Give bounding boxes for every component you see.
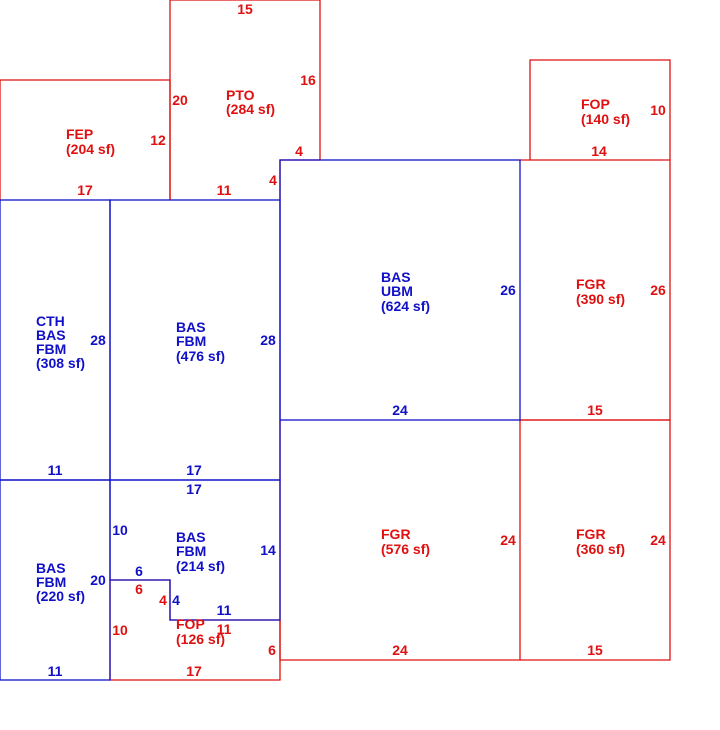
bas-fbm-476-dim-right: 28 (260, 332, 276, 348)
fgr-576-label-line-1: FGR (381, 526, 411, 542)
pto-label-line-2: (284 sf) (226, 101, 275, 117)
bas-fbm-220-label-line-1: BAS (36, 560, 66, 576)
bas-fbm-214-label-line-1: BAS (176, 529, 206, 545)
pto-label-line-1: PTO (226, 87, 255, 103)
pto-dim-bottom: 11 (217, 182, 232, 198)
bas-fbm-214-dim-bottom: 11 (217, 602, 232, 618)
bas-fbm-214-dim-right: 14 (260, 542, 276, 558)
bas-fbm-220-dim-bottom: 11 (48, 663, 63, 679)
pto-dim-right: 16 (300, 72, 316, 88)
cth-bas-fbm-label-line-4: (308 sf) (36, 355, 85, 371)
bas-fbm-476-label-line-3: (476 sf) (176, 348, 225, 364)
fop-bottom-label-line-1: FOP (176, 616, 205, 632)
fep-label-line-2: (204 sf) (66, 141, 115, 157)
bas-fbm-476-label-line-1: BAS (176, 319, 206, 335)
fgr-360-outline (520, 419, 671, 661)
area-fgr-390: FGR (390 sf) 26 15 (576, 276, 666, 418)
fop-bottom-dim-step-v: 4 (159, 592, 167, 608)
fgr-576-dim-bottom: 24 (392, 642, 408, 658)
fop-top-dim-bottom: 14 (591, 143, 607, 159)
area-fgr-576: FGR (576 sf) 24 24 (381, 526, 516, 658)
fgr-390-dim-bottom: 15 (587, 402, 603, 418)
bas-fbm-220-dim-right: 20 (90, 572, 106, 588)
fgr-360-dim-right: 24 (650, 532, 666, 548)
bas-ubm-label-line-2: UBM (381, 283, 413, 299)
pto-dim-step: 4 (295, 143, 303, 159)
bas-fbm-220-label-line-2: FBM (36, 574, 66, 590)
area-bas-fbm-214: BAS FBM (214 sf) 17 14 10 6 4 11 (112, 481, 276, 618)
bas-fbm-476-label-line-2: FBM (176, 333, 206, 349)
bas-ubm-dim-bottom: 24 (392, 402, 408, 418)
fgr-360-dim-bottom: 15 (587, 642, 603, 658)
fgr-360-label-line-2: (360 sf) (576, 541, 625, 557)
bas-fbm-476-dim-bottom: 17 (186, 462, 202, 478)
area-bas-fbm-220: BAS FBM (220 sf) 20 11 (36, 560, 106, 679)
fop-bottom-dim-top: 11 (217, 621, 232, 637)
bas-fbm-214-dim-left: 10 (112, 522, 128, 538)
pto-dim-top: 15 (237, 1, 253, 17)
pto-dim-left: 20 (172, 92, 188, 108)
cth-bas-fbm-label-line-3: FBM (36, 341, 66, 357)
fop-top-outline (529, 59, 671, 160)
cth-bas-fbm-dim-bottom: 11 (48, 462, 63, 478)
area-outlines (0, 0, 671, 681)
fop-bottom-dim-left: 10 (112, 622, 128, 638)
fgr-576-dim-right: 24 (500, 532, 516, 548)
fop-bottom-dim-right: 6 (268, 642, 276, 658)
bas-ubm-label-line-1: BAS (381, 269, 411, 285)
cth-bas-fbm-dim-right: 28 (90, 332, 106, 348)
area-fgr-360: FGR (360 sf) 24 15 (576, 526, 666, 658)
area-fep: FEP (204 sf) 12 17 (66, 126, 166, 198)
fep-dim-right: 12 (150, 132, 166, 148)
bas-fbm-214-dim-step-h: 6 (135, 563, 143, 579)
bas-fbm-214-label-line-3: (214 sf) (176, 558, 225, 574)
fep-label-line-1: FEP (66, 126, 93, 142)
area-bas-ubm: BAS UBM (624 sf) 26 24 (381, 269, 516, 418)
bas-ubm-dim-right: 26 (500, 282, 516, 298)
fop-bottom-dim-bottom: 17 (186, 663, 202, 679)
bas-fbm-214-dim-step-v: 4 (172, 592, 180, 608)
bas-fbm-214-dim-top: 17 (186, 481, 202, 497)
fgr-360-label-line-1: FGR (576, 526, 606, 542)
cth-bas-fbm-label-line-2: BAS (36, 327, 66, 343)
fgr-390-label-line-2: (390 sf) (576, 291, 625, 307)
area-cth-bas-fbm: CTH BAS FBM (308 sf) 28 11 (36, 313, 106, 478)
fop-top-label-line-2: (140 sf) (581, 111, 630, 127)
bas-fbm-220-label-line-3: (220 sf) (36, 588, 85, 604)
fgr-390-dim-right: 26 (650, 282, 666, 298)
area-pto: PTO (284 sf) 15 16 4 20 11 4 (172, 1, 316, 198)
area-fop-top: FOP (140 sf) 10 14 (581, 96, 666, 159)
fgr-390-label-line-1: FGR (576, 276, 606, 292)
fop-bottom-label-line-2: (126 sf) (176, 631, 225, 647)
pto-dim-connector: 4 (269, 172, 277, 188)
bas-fbm-214-label-line-2: FBM (176, 543, 206, 559)
fop-top-dim-right: 10 (650, 102, 666, 118)
fep-dim-bottom: 17 (77, 182, 93, 198)
area-bas-fbm-476: BAS FBM (476 sf) 28 17 (176, 319, 276, 478)
cth-bas-fbm-label-line-1: CTH (36, 313, 65, 329)
bas-ubm-label-line-3: (624 sf) (381, 298, 430, 314)
area-fop-bottom: FOP (126 sf) 10 6 4 11 6 17 (112, 581, 276, 679)
fep-outline (0, 79, 171, 200)
bas-fbm-214-outline (109, 479, 281, 621)
fgr-576-label-line-2: (576 sf) (381, 541, 430, 557)
fop-bottom-dim-step-h: 6 (135, 581, 143, 597)
fop-top-label-line-1: FOP (581, 96, 610, 112)
